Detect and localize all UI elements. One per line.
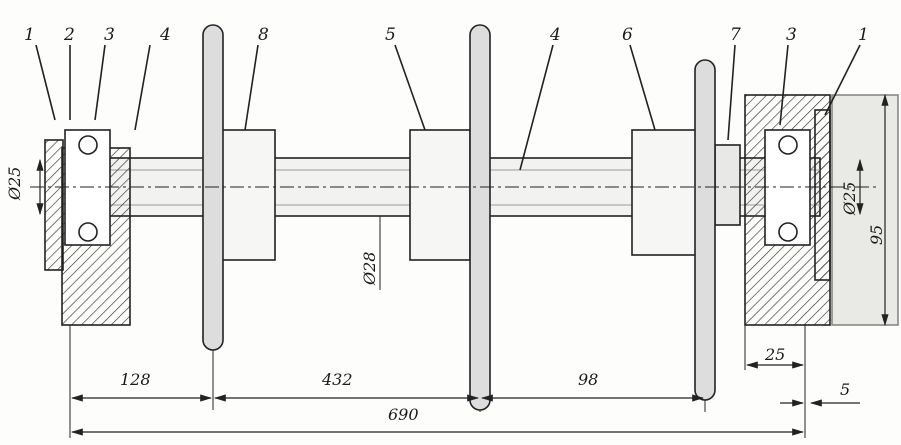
dimension-432: 432	[321, 370, 353, 389]
label-part-1-right: 1	[858, 25, 869, 45]
diameter-left-bearing: Ø25	[5, 167, 24, 201]
dimension-5: 5	[840, 380, 850, 399]
diameter-shaft: Ø28	[360, 252, 379, 286]
dimension-25: 25	[764, 345, 785, 364]
label-part-3-left: 3	[104, 25, 115, 45]
label-part-7: 7	[730, 25, 741, 45]
label-part-1-left: 1	[24, 25, 35, 45]
hub-5	[409, 129, 471, 261]
label-part-6: 6	[622, 25, 633, 45]
hub-8	[214, 129, 276, 261]
label-part-2: 2	[63, 25, 75, 45]
dimension-98: 98	[578, 370, 598, 389]
label-part-4-left: 4	[159, 25, 171, 45]
label-part-3-right: 3	[786, 25, 797, 45]
dimension-690: 690	[388, 405, 419, 424]
dimension-128: 128	[120, 370, 151, 389]
label-part-5: 5	[385, 25, 396, 45]
housing-height: 95	[867, 225, 886, 245]
hub-6	[631, 129, 701, 256]
spacer-7	[714, 144, 741, 226]
sprocket-middle	[469, 24, 491, 411]
diameter-right-bearing: Ø25	[840, 182, 859, 216]
sprocket-right	[694, 59, 716, 401]
label-part-8: 8	[258, 25, 269, 45]
label-part-4-middle: 4	[549, 25, 561, 45]
